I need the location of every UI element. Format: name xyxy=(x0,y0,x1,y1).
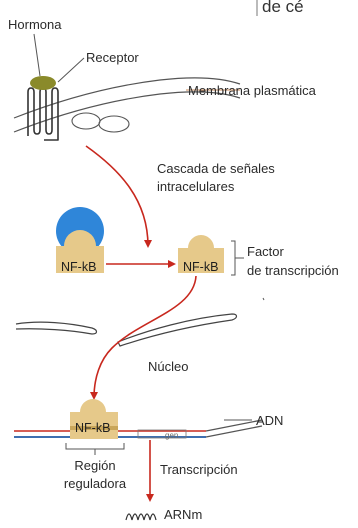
label-factor-2: de transcripción xyxy=(247,263,339,278)
label-region-1: Región xyxy=(74,458,116,473)
label-arnm: ARNm xyxy=(164,507,203,522)
corner-text: de cé xyxy=(262,0,304,16)
label-membrana: Membrana plasmática xyxy=(188,83,316,98)
hormona-leader xyxy=(33,33,41,77)
label-transcripcion: Transcripción xyxy=(160,462,238,477)
label-receptor: Receptor xyxy=(86,50,139,65)
nfkb-dna-band xyxy=(70,426,118,430)
vesicle xyxy=(71,112,101,130)
nuclear-import-arrow xyxy=(90,275,197,400)
label-factor-1: Factor xyxy=(247,244,284,259)
nfkb-active-shape xyxy=(178,235,224,273)
label-nfkb-dna: NF-kB xyxy=(75,421,111,435)
label-nucleo: Núcleo xyxy=(148,359,189,374)
factor-bracket xyxy=(231,240,236,276)
nuclear-envelope xyxy=(117,313,238,347)
label-adn: ADN xyxy=(256,413,284,428)
label-region-2: reguladora xyxy=(63,476,127,491)
label-gen: gen xyxy=(165,431,179,440)
receptor-leader xyxy=(57,57,85,83)
nuclear-envelope xyxy=(15,321,98,335)
vesicle xyxy=(98,115,130,133)
receptor-icon xyxy=(27,87,59,141)
mrna-icon xyxy=(125,513,157,521)
gene-box xyxy=(137,429,187,439)
label-cascada-1: Cascada de señales xyxy=(157,161,275,176)
label-hormona: Hormona xyxy=(8,17,62,32)
regulatory-bracket xyxy=(65,443,125,450)
cascade-arrow xyxy=(85,145,152,248)
label-cascada-2: intracelulares xyxy=(157,179,235,194)
label-nfkb-active: NF-kB xyxy=(183,260,219,274)
hormone-icon xyxy=(30,76,56,90)
nfkb-inactive-shape xyxy=(56,230,104,273)
label-nfkb-cytoplasm: NF-kB xyxy=(61,260,97,274)
stray-dot xyxy=(262,297,265,301)
